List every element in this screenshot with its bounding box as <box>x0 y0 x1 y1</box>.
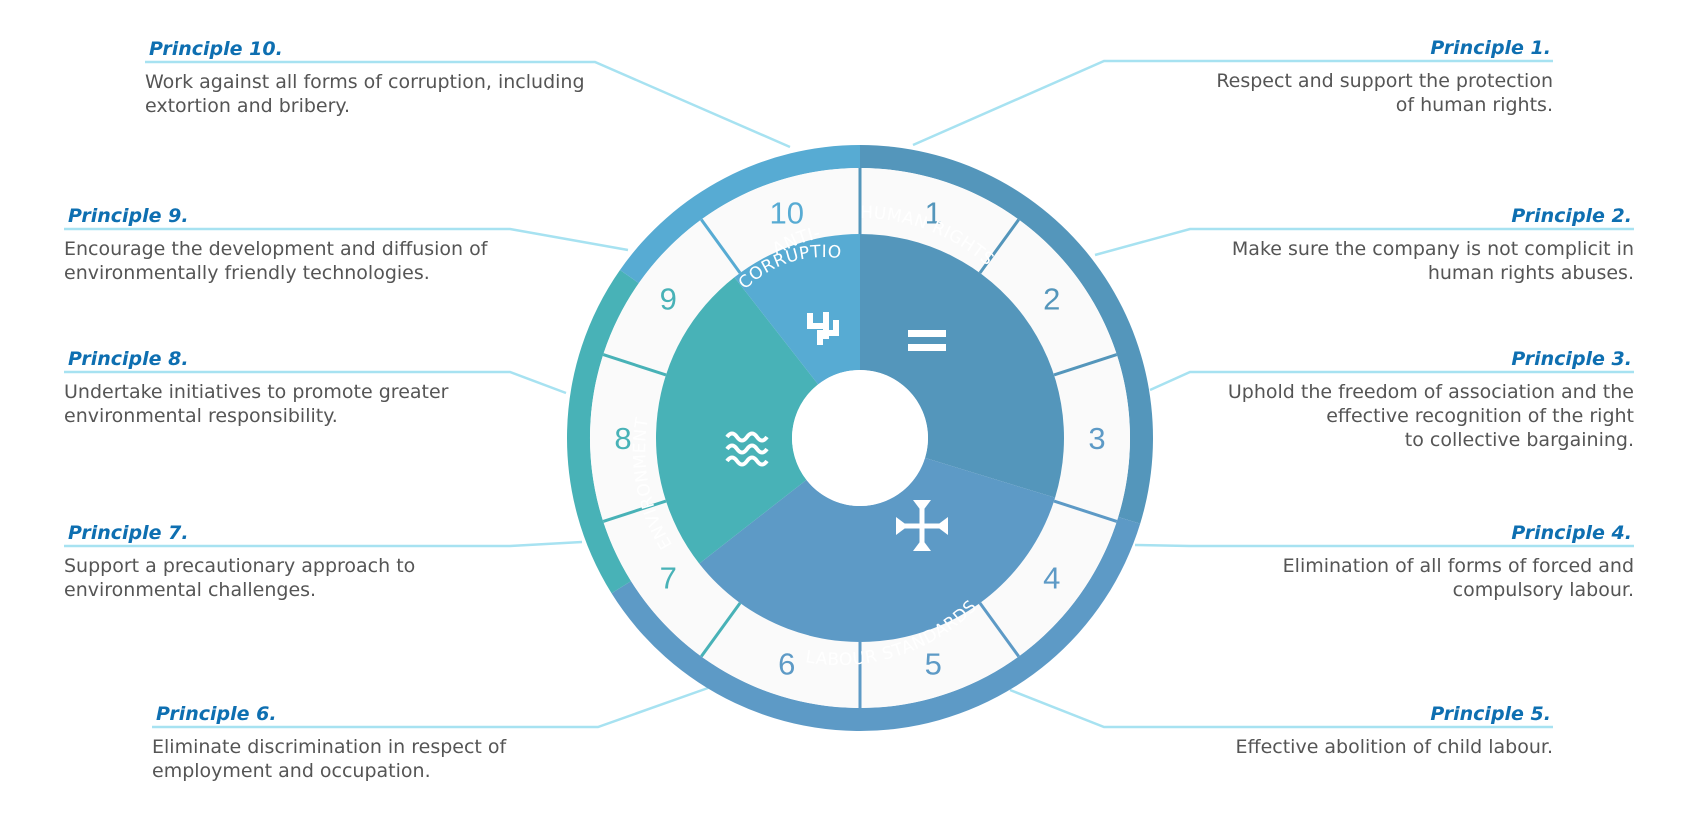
principle-description-10-line-2: extortion and bribery. <box>145 95 350 117</box>
number-divider <box>978 602 1020 658</box>
outer-ring-anti-corruption <box>619 145 860 284</box>
principle-number-1: 1 <box>925 196 942 231</box>
principle-description-9-line-2: environmentally friendly technologies. <box>64 262 430 284</box>
sector-environment <box>656 277 819 564</box>
waves-icon <box>725 431 769 467</box>
principle-description-10-line-1: Work against all forms of corruption, in… <box>145 71 585 93</box>
principle-description-4-line-2: compulsory labour. <box>1453 579 1634 601</box>
number-divider <box>700 602 742 658</box>
principle-labels: Principle 1. Respect and support the prot… <box>64 37 1634 782</box>
principle-description-4-line-1: Elimination of all forms of forced and <box>1283 555 1634 577</box>
principle-title-4: Principle 4. <box>1511 522 1632 544</box>
principle-title-8: Principle 8. <box>68 348 189 370</box>
principle-description-5-line-1: Effective abolition of child labour. <box>1235 736 1553 758</box>
principle-description-1-line-1: Respect and support the protection <box>1216 70 1553 92</box>
principle-number-3: 3 <box>1088 421 1105 456</box>
principle-number-4: 4 <box>1043 560 1060 595</box>
number-divider <box>1053 499 1118 523</box>
number-divider <box>602 499 667 523</box>
leader-line-principle-1 <box>912 59 1553 147</box>
leader-line-principle-7 <box>64 540 583 548</box>
principle-number-2: 2 <box>1043 282 1060 317</box>
leader-line-principle-3 <box>1149 370 1634 392</box>
principle-description-9-line-1: Encourage the development and diffusion … <box>64 238 489 260</box>
leader-line-principle-4 <box>1134 543 1634 548</box>
principle-description-6-line-2: employment and occupation. <box>152 760 431 782</box>
wheel: 1 2 3 4 5 6 7 8 9 10 <box>567 145 1153 731</box>
principle-description-2-line-2: human rights abuses. <box>1428 262 1634 284</box>
leader-line-principle-10 <box>145 60 791 149</box>
principle-description-2-line-1: Make sure the company is not complicit i… <box>1232 238 1634 260</box>
principle-description-7-line-2: environmental challenges. <box>64 579 316 601</box>
leader-lines <box>64 59 1634 729</box>
outer-ring-environment <box>567 269 639 594</box>
principle-title-2: Principle 2. <box>1511 205 1632 227</box>
principle-number-8: 8 <box>614 421 631 456</box>
principle-title-1: Principle 1. <box>1430 37 1551 59</box>
principle-number-6: 6 <box>778 646 795 681</box>
principle-description-8-line-1: Undertake initiatives to promote greater <box>64 381 449 403</box>
number-divider <box>602 353 667 377</box>
number-divider <box>978 218 1020 274</box>
principle-title-7: Principle 7. <box>68 522 189 544</box>
outer-ring-labour <box>611 516 1141 731</box>
principle-description-7-line-1: Support a precautionary approach to <box>64 555 415 577</box>
interlocking-brackets-icon <box>807 312 839 345</box>
principle-description-8-line-2: environmental responsibility. <box>64 405 338 427</box>
sector-human-rights <box>860 234 1064 498</box>
principle-number-10: 10 <box>770 196 804 231</box>
leader-line-principle-5 <box>1009 688 1553 729</box>
equals-icon <box>908 330 946 351</box>
leader-line-principle-8 <box>64 370 567 395</box>
sector-labour <box>699 457 1056 643</box>
principle-description-3-line-3: to collective bargaining. <box>1405 429 1634 451</box>
principle-number-5: 5 <box>925 646 942 681</box>
leader-line-principle-6 <box>152 686 709 729</box>
principle-description-6-line-1: Eliminate discrimination in respect of <box>152 736 508 758</box>
center-hole <box>792 370 928 506</box>
leader-line-principle-9 <box>64 227 629 252</box>
principle-description-1-line-2: of human rights. <box>1396 94 1553 116</box>
principle-title-3: Principle 3. <box>1511 348 1632 370</box>
number-divider <box>1053 353 1118 377</box>
principle-number-9: 9 <box>660 282 677 317</box>
principle-title-10: Principle 10. <box>149 38 283 60</box>
principle-title-5: Principle 5. <box>1430 703 1551 725</box>
converging-arrows-icon <box>896 500 948 551</box>
principle-number-7: 7 <box>660 560 677 595</box>
principle-title-9: Principle 9. <box>68 205 189 227</box>
principle-description-3-line-1: Uphold the freedom of association and th… <box>1228 381 1634 403</box>
principle-description-3-line-2: effective recognition of the right <box>1326 405 1634 427</box>
leader-line-principle-2 <box>1094 227 1634 257</box>
sector-anti-corruption <box>734 234 860 385</box>
principle-title-6: Principle 6. <box>156 703 277 725</box>
number-divider <box>700 218 742 274</box>
